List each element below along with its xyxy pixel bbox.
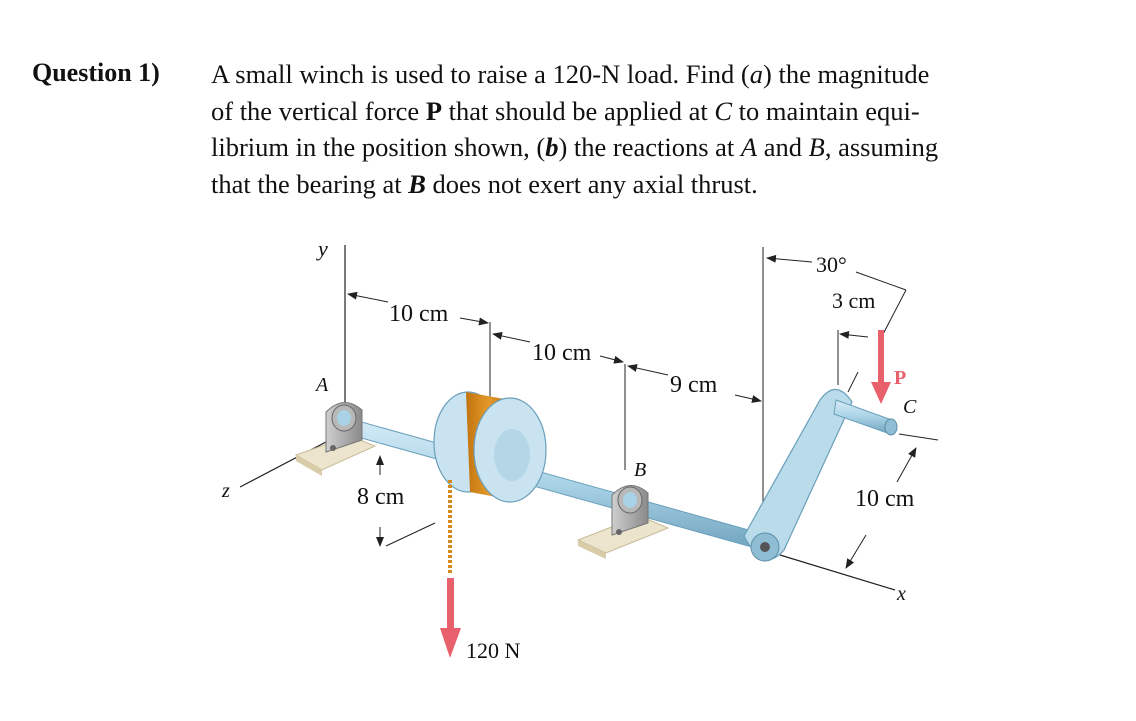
crank-arm bbox=[743, 388, 898, 562]
winch-drum bbox=[433, 391, 547, 575]
point-a-label: A bbox=[314, 374, 329, 396]
force-p-label: P bbox=[894, 367, 906, 389]
shaft bbox=[339, 415, 771, 553]
dim-label-30deg: 30° bbox=[816, 252, 847, 277]
point-c-label: C bbox=[903, 396, 917, 418]
dimension-extension-lines bbox=[489, 247, 839, 540]
question-line-4: that the bearing at B does not exert any… bbox=[211, 168, 758, 199]
axis-y-label: y bbox=[316, 236, 328, 261]
load-label: 120 N bbox=[466, 638, 521, 663]
dim-label-3cm: 3 cm bbox=[832, 288, 875, 313]
dimension-arrows bbox=[347, 254, 939, 569]
dim-label-10cm-a: 10 cm bbox=[389, 301, 449, 327]
bearing-b bbox=[611, 485, 649, 536]
force-p-arrow bbox=[871, 330, 891, 404]
question-label: Question 1) bbox=[32, 58, 160, 87]
base-plate-a-side bbox=[296, 455, 322, 476]
axis-z-label: z bbox=[221, 480, 230, 502]
bearing-a bbox=[325, 402, 363, 453]
point-b-label: B bbox=[634, 459, 646, 481]
question-line-2: of the vertical force P that should be a… bbox=[211, 95, 920, 126]
question-line-1: A small winch is used to raise a 120-N l… bbox=[211, 59, 930, 89]
dim-label-10cm-crank: 10 cm bbox=[855, 486, 915, 512]
question-text: A small winch is used to raise a 120-N l… bbox=[211, 56, 1086, 202]
question-line-3: librium in the position shown, (b) the r… bbox=[211, 132, 939, 162]
dim-label-9cm: 9 cm bbox=[670, 372, 718, 398]
dim-label-10cm-b: 10 cm bbox=[532, 340, 592, 366]
load-arrow bbox=[440, 578, 461, 658]
axis-x-label: x bbox=[896, 583, 906, 605]
dim-label-8cm: 8 cm bbox=[357, 484, 405, 510]
base-plate-b-side bbox=[578, 540, 606, 559]
